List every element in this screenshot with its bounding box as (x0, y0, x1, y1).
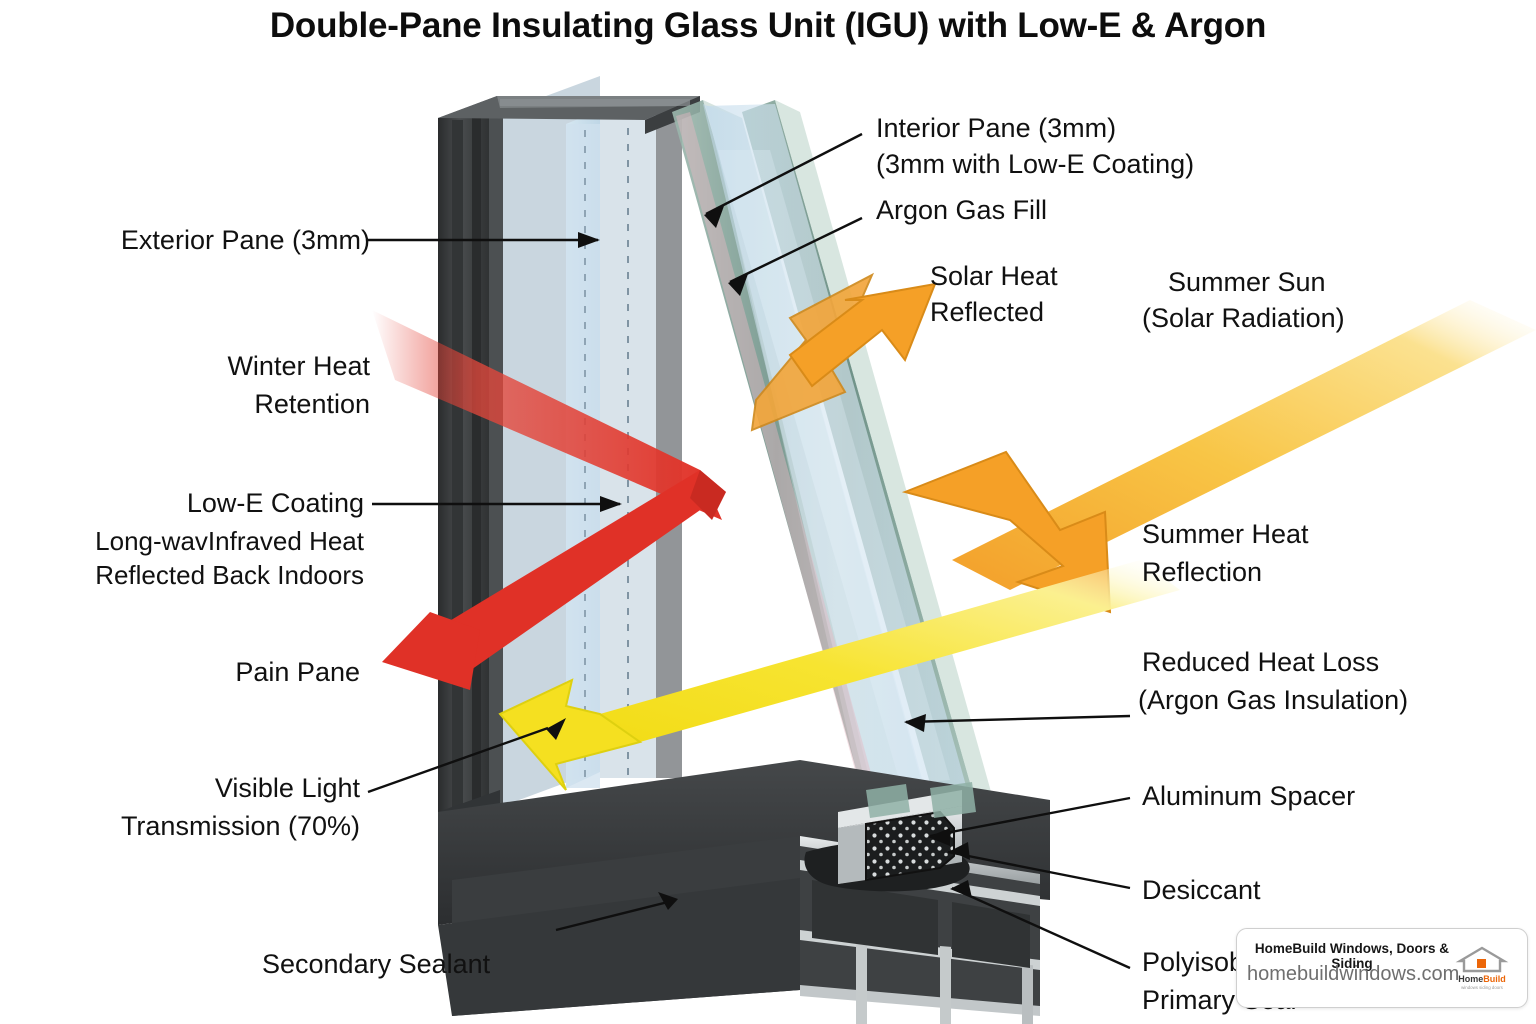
aluminum-frame-profile (800, 836, 1040, 1024)
label-interior-pane-line2: (3mm with Low-E Coating) (876, 149, 1195, 179)
label-summer-heat-reflection-line1: Summer Heat (1142, 519, 1309, 549)
label-winter-heat-line1: Winter Heat (227, 351, 370, 381)
label-interior-pane-line1: Interior Pane (3mm) (876, 113, 1117, 143)
solar-heat-reflected-arrow (750, 272, 937, 432)
label-pain-pane: Pain Pane (235, 657, 360, 687)
label-reduced-heat-loss-line1: Reduced Heat Loss (1142, 647, 1380, 677)
label-lowe-detail-line2: Reflected Back Indoors (95, 560, 364, 590)
summer-heat-reflection-arrow (901, 450, 1112, 614)
window-sill-assembly (438, 760, 1050, 1024)
label-lowe-coating: Low-E Coating (186, 488, 364, 518)
window-frame-upright (438, 96, 503, 925)
svg-text:HomeBuild: HomeBuild (1458, 974, 1506, 984)
visible-light-arrow (498, 560, 1180, 791)
watermark-company: HomeBuild Windows, Doors & Siding (1254, 941, 1450, 971)
exterior-glass-pane (503, 76, 682, 806)
watermark-url: homebuildwindows.com (1247, 963, 1460, 985)
label-argon-gas-fill: Argon Gas Fill (876, 195, 1048, 225)
desiccant-fill (866, 812, 954, 880)
page-title: Double-Pane Insulating Glass Unit (IGU) … (269, 6, 1267, 45)
winter-heat-retention-arrow (372, 310, 726, 690)
leader-arrowheads (546, 206, 972, 910)
label-desiccant: Desiccant (1142, 875, 1261, 905)
label-solar-heat-reflected-line2: Reflected (930, 297, 1045, 327)
secondary-sealant-bead (804, 841, 970, 892)
homebuild-logo-icon: HomeBuild windows siding doors (1455, 946, 1509, 990)
window-frame-head (438, 96, 700, 134)
label-exterior-pane: Exterior Pane (3mm) (120, 225, 370, 255)
label-summer-sun-line1: Summer Sun (1168, 267, 1326, 297)
label-winter-heat-line2: Retention (254, 389, 370, 419)
label-summer-heat-reflection-line2: Reflection (1142, 557, 1263, 587)
label-reduced-heat-loss-line2: (Argon Gas Insulation) (1138, 685, 1409, 715)
watermark-card[interactable]: HomeBuild Windows, Doors & Siding homebu… (1236, 928, 1528, 1008)
label-aluminum-spacer: Aluminum Spacer (1142, 781, 1356, 811)
label-visible-light-line2: Transmission (70%) (120, 811, 360, 841)
aluminum-spacer (838, 790, 962, 884)
svg-text:windows siding doors: windows siding doors (1461, 985, 1504, 990)
label-solar-heat-reflected-line1: Solar Heat (930, 261, 1058, 291)
label-secondary-sealant: Secondary Sealant (262, 949, 491, 979)
label-summer-sun-line2: (Solar Radiation) (1142, 303, 1345, 333)
label-lowe-detail-line1: Long-wavInfraved Heat (95, 526, 364, 556)
label-visible-light-line1: Visible Light (214, 773, 360, 803)
